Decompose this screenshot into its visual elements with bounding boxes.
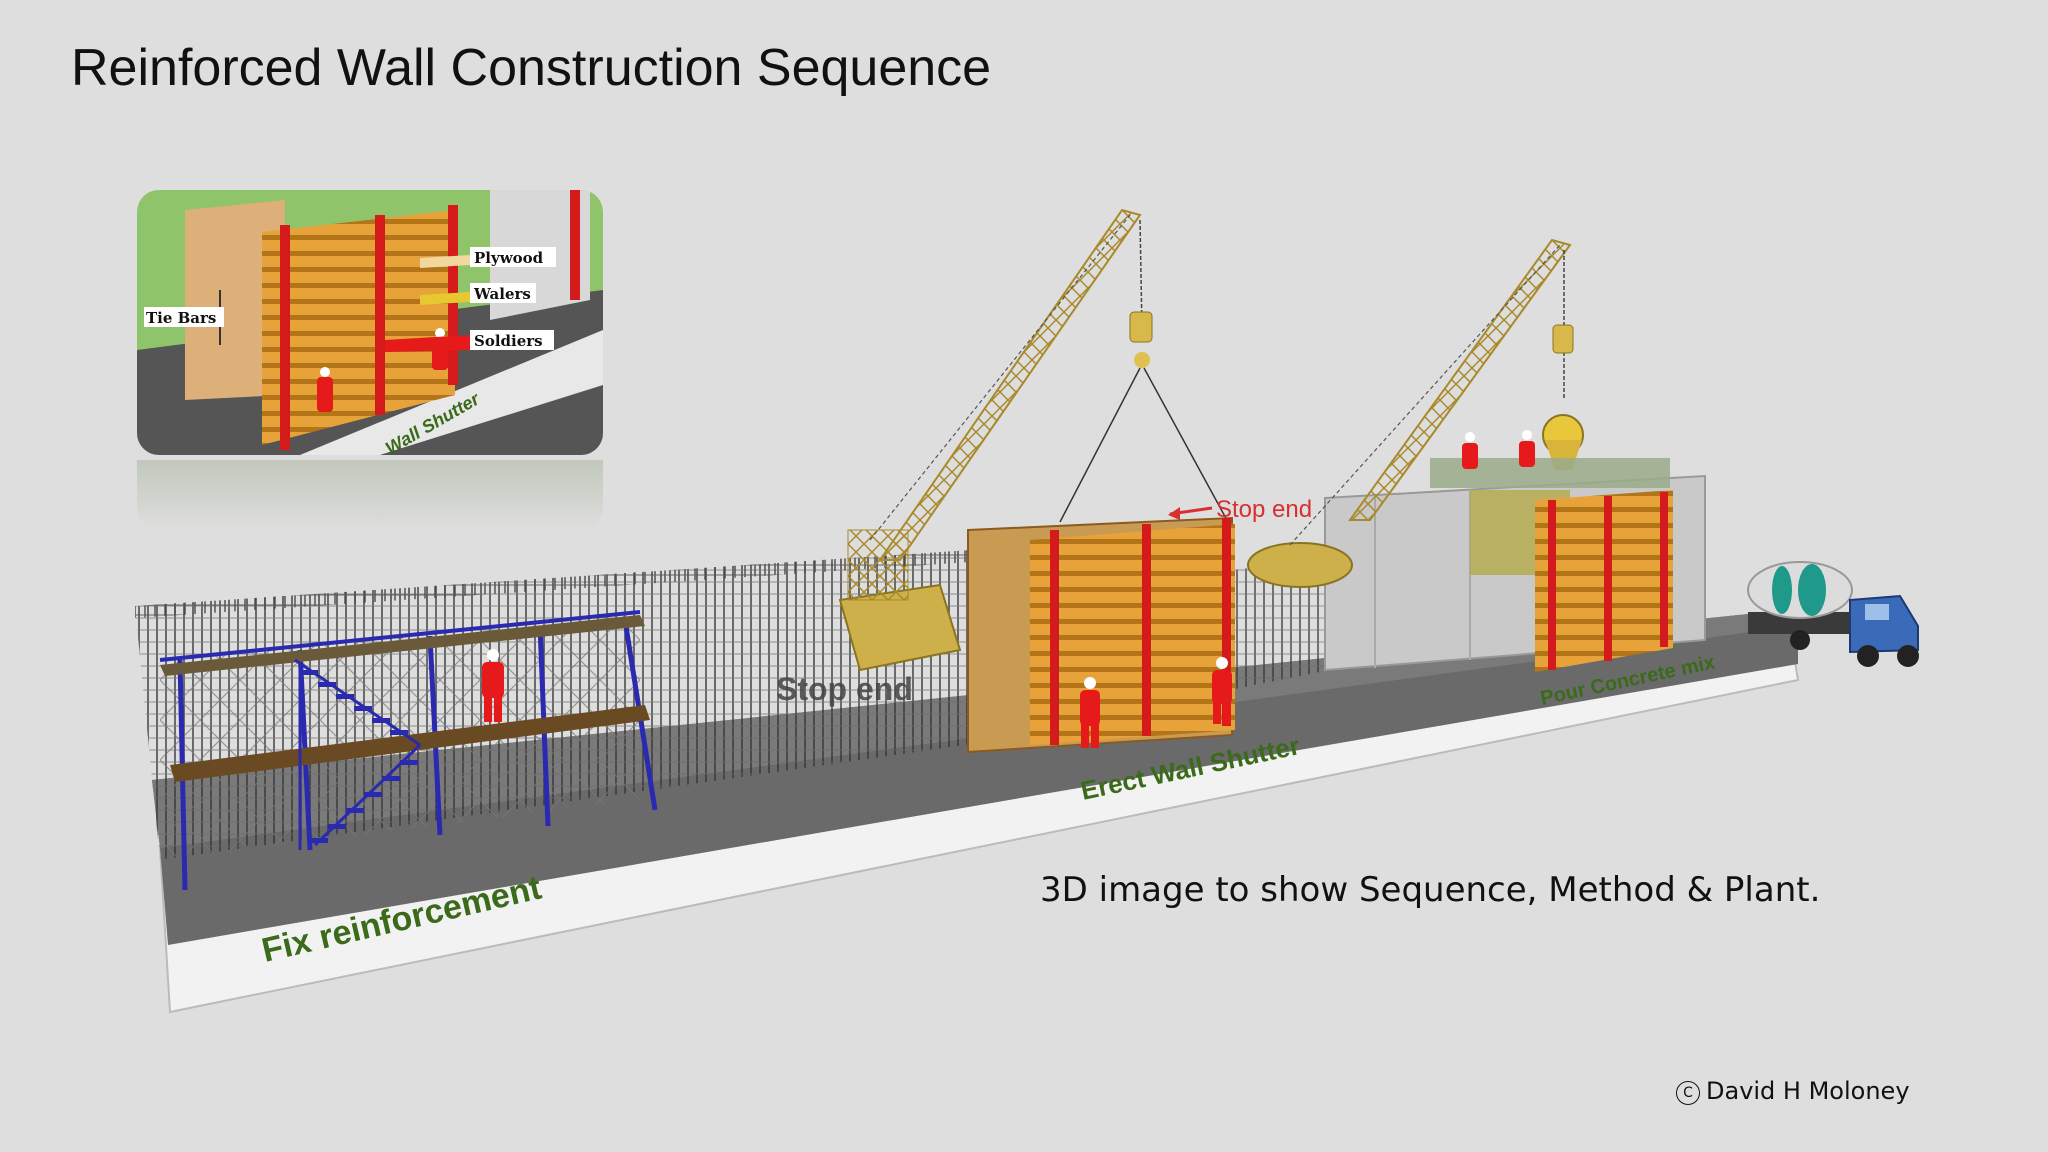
slab-top: [152, 614, 1798, 945]
label-stop-end-red: Stop end: [1216, 496, 1312, 523]
inset-label-tiebars-bg: [144, 307, 224, 327]
copyright-icon: C: [1676, 1081, 1700, 1105]
concrete-mixer-truck: [1747, 561, 1919, 667]
caption: 3D image to show Sequence, Method & Plan…: [1040, 870, 1821, 910]
workers-top: [1462, 430, 1535, 469]
copyright-text: David H Moloney: [1706, 1077, 1910, 1105]
inset-label-plywood-bg: [470, 247, 556, 267]
worker-shutter-2: [1212, 657, 1232, 724]
label-stop-end-wall: Stop end: [776, 671, 913, 707]
inset-reflection: [137, 460, 603, 530]
scaffold: [159, 610, 658, 891]
crane-right: [1247, 238, 1584, 588]
slide-title: Reinforced Wall Construction Sequence: [71, 39, 992, 97]
inset-label-plywood: Plywood: [474, 249, 544, 267]
worker-shutter-1: [1080, 677, 1100, 748]
crane-left: [838, 208, 1229, 672]
inset-formwork-detail: Plywood Walers Soldiers Tie Bars Wall Sh…: [137, 190, 603, 458]
worker-scaffold: [482, 649, 504, 722]
inset-label-soldiers-bg: [470, 330, 554, 350]
inset-label-walers: Walers: [473, 285, 531, 303]
inset-label-soldiers: Soldiers: [474, 332, 543, 350]
inset-label-tiebars: Tie Bars: [146, 309, 216, 327]
wall-shutter-right: [1430, 458, 1673, 672]
inset-label-walers-bg: [470, 283, 536, 303]
wall-shutter-center: [967, 516, 1235, 754]
